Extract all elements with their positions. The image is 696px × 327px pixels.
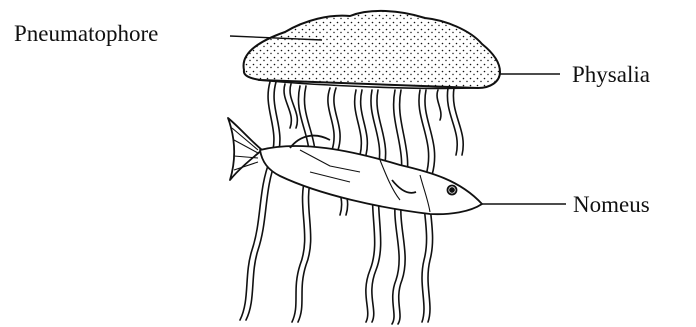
nomeus-label: Nomeus [573,193,650,216]
fish-body [260,146,482,214]
pneumatophore-float [244,11,500,88]
pneumatophore-label: Pneumatophore [14,22,158,45]
physalia-label: Physalia [572,63,650,86]
